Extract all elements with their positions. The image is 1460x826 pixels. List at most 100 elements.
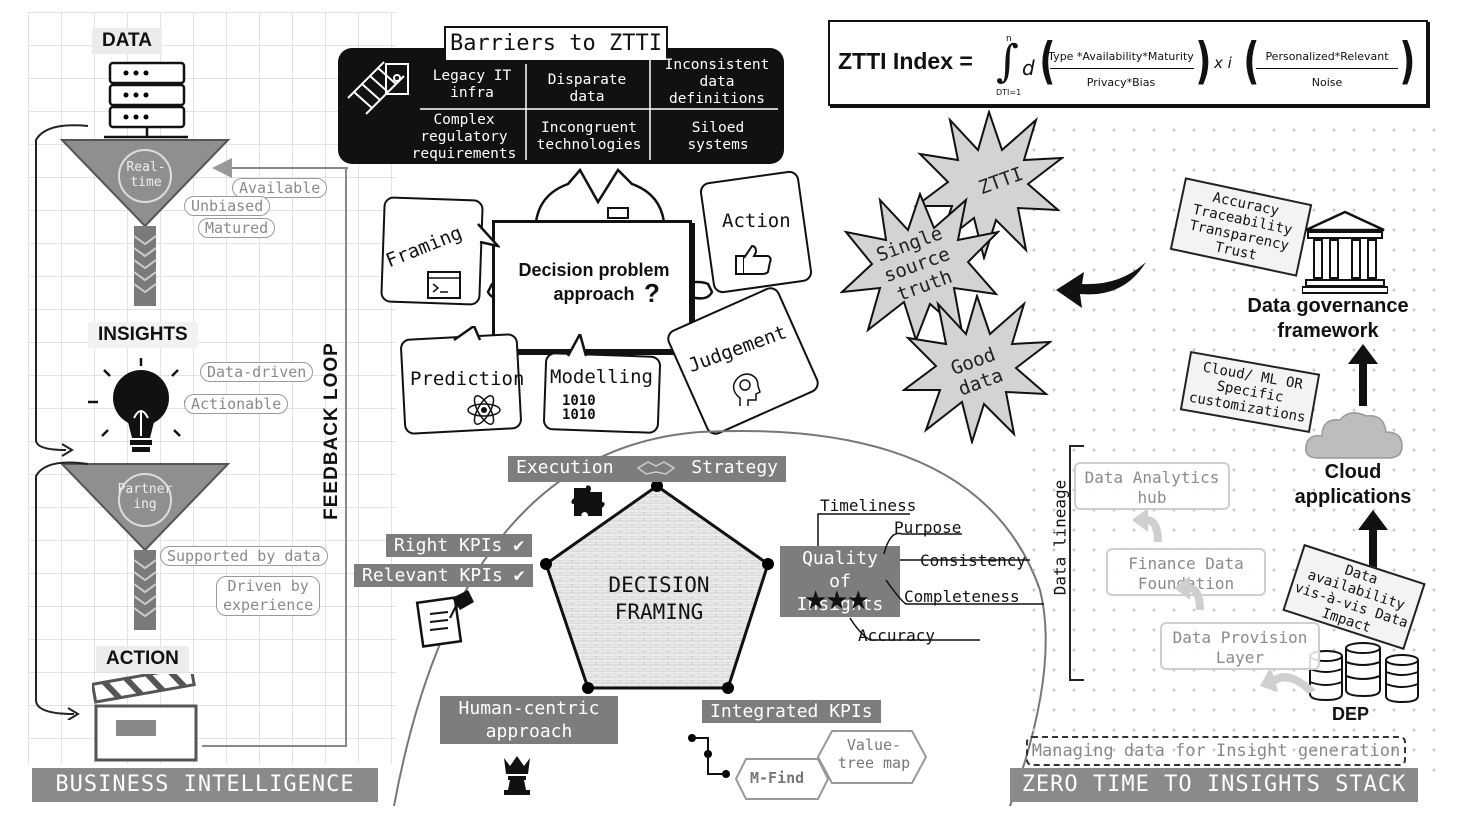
- ztti-stack-footer: ZERO TIME TO INSIGHTS STACK: [1010, 768, 1418, 802]
- paren-open-2: (: [1243, 32, 1260, 90]
- integral-sign: ∫: [996, 36, 1019, 87]
- feedback-loop-line: [202, 168, 347, 747]
- pill-available: Available: [232, 178, 328, 198]
- execution-strategy-box: Execution Strategy: [508, 456, 786, 482]
- right-kpis-label: Right KPIs: [394, 535, 503, 556]
- insights-label: INSIGHTS: [88, 322, 198, 348]
- bubble-framing-tail: [477, 223, 500, 248]
- feedback-arrow-top: [212, 158, 348, 178]
- relevant-kpis-label: Relevant KPIs: [362, 565, 503, 586]
- human-centric-box: Human-centric approach: [440, 696, 618, 744]
- strategy-label: Strategy: [691, 457, 778, 478]
- database-cylinders-icon: [1309, 642, 1419, 704]
- barrier-siloed: Siloed systems: [687, 120, 749, 153]
- server-icon: [104, 61, 188, 139]
- quality-purpose: Purpose: [894, 518, 962, 537]
- quality-consistency: Consistency: [920, 551, 1026, 570]
- denominator-2: Noise: [1311, 76, 1343, 89]
- quality-timeliness: Timeliness: [820, 496, 917, 515]
- barrier-incongruent: Incongruent technologies: [536, 120, 642, 153]
- integrated-kpis-box: Integrated KPIs: [702, 700, 881, 723]
- funnel2-center-text: Partner ing: [117, 482, 173, 512]
- loop-connector-left: [35, 124, 89, 720]
- government-building-icon: [1302, 210, 1388, 294]
- data-lineage-label: Data lineage: [1050, 479, 1070, 596]
- clapperboard-icon: [92, 674, 198, 762]
- paren-close-1: ): [1195, 32, 1212, 90]
- head-idea-icon: [732, 373, 761, 406]
- decision-question-mark: ?: [644, 278, 660, 308]
- numerator-1: Type *Availability*Maturity: [1048, 50, 1194, 63]
- bubble-modelling-tail: [566, 334, 588, 357]
- bubble-prediction-label: Prediction: [410, 368, 525, 390]
- execution-label: Execution: [516, 457, 614, 478]
- pill-matured: Matured: [198, 218, 276, 238]
- funnel-icon-bottom: [60, 463, 230, 630]
- funnel1-center-text: Real- time: [126, 160, 166, 190]
- handshake-icon: [636, 461, 676, 475]
- clipboard-pin-icon: [415, 590, 474, 648]
- lineage-arrows: [1132, 508, 1316, 694]
- up-arrow-governance: [1348, 344, 1378, 406]
- bubble-modelling-label: Modelling: [550, 366, 653, 388]
- network-node-icon: [688, 734, 730, 778]
- paren-open-1: (: [1039, 32, 1056, 90]
- barriers-title: Barriers to ZTTI: [444, 26, 668, 62]
- cloud-applications-label: Cloud applications: [1294, 461, 1412, 508]
- check-icon: ✔: [513, 535, 525, 556]
- data-label: DATA: [92, 28, 162, 54]
- barrier-complex-regulatory: Complex regulatory requirements: [411, 111, 517, 162]
- binary-icon: 1010 1010: [562, 393, 596, 423]
- feedback-loop-label: FEEDBACK LOOP: [321, 342, 342, 520]
- finance-data-foundation: Finance Data Foundation: [1106, 548, 1266, 596]
- quality-connectors: [817, 513, 1044, 641]
- differential-d: d: [1022, 56, 1035, 80]
- ladder-icon: [347, 61, 409, 115]
- three-stars-icon: ★★★: [804, 586, 870, 616]
- pill-unbiased: Unbiased: [184, 196, 271, 216]
- data-analytics-hub: Data Analytics hub: [1074, 462, 1230, 510]
- paren-close-2: ): [1399, 32, 1416, 90]
- funnel-icon-top: [60, 139, 230, 306]
- denominator-1: Privacy*Bias: [1086, 76, 1156, 89]
- lightbulb-icon: [88, 358, 194, 452]
- lineage-bracket: [1069, 445, 1084, 681]
- action-label: ACTION: [96, 646, 189, 672]
- pill-actionable: Actionable: [184, 394, 289, 414]
- integral-lower: DTI=1: [996, 88, 1022, 97]
- dep-label: DEP: [1332, 704, 1370, 724]
- atom-icon: [467, 395, 501, 425]
- ztti-index-label: ZTTI Index =: [838, 48, 973, 74]
- cloud-icon: [1305, 412, 1403, 459]
- barrier-inconsistent: Inconsistent data definitions: [664, 56, 770, 107]
- data-governance-title: Data governance framework: [1247, 295, 1409, 342]
- quality-completeness: Completeness: [904, 587, 1020, 606]
- left-grid-background: [28, 12, 396, 764]
- data-provision-layer: Data Provision Layer: [1160, 622, 1320, 670]
- thumbs-up-icon: [735, 244, 772, 275]
- puzzle-icon: [571, 485, 605, 516]
- quality-of-insights-box: Quality of Insights: [780, 546, 900, 617]
- value-tree-label: Value- tree map: [837, 736, 911, 772]
- starburst-good-data: [902, 294, 1052, 444]
- fraction-line-2: [1256, 68, 1398, 69]
- m-find-label: M-Find: [750, 769, 805, 787]
- right-kpis-box: Right KPIs ✔: [386, 534, 533, 557]
- quality-accuracy: Accuracy: [858, 626, 936, 645]
- barriers-panel: [338, 48, 784, 164]
- barriers-grid-lines: [420, 60, 778, 160]
- check-icon-2: ✔: [513, 565, 525, 586]
- decision-framing-label: DECISION FRAMING: [608, 573, 710, 624]
- pill-driven-by-experience: Driven by experience: [216, 576, 321, 616]
- ztti-formula-box: [828, 20, 1428, 106]
- managing-data-label: Managing data for Insight generation: [1026, 736, 1406, 766]
- bubble-action-label: Action: [722, 210, 791, 232]
- bubble-prediction-tail: [453, 326, 482, 342]
- decision-framing-pentagon: [540, 480, 774, 694]
- barrier-disparate-data: Disparate data: [547, 72, 627, 105]
- business-intelligence-footer: BUSINESS INTELLIGENCE: [32, 768, 378, 802]
- pill-data-driven: Data-driven: [200, 362, 314, 382]
- fraction-line-1: [1050, 68, 1194, 69]
- curved-arrow-icon: [1056, 262, 1146, 308]
- up-arrow-cloud: [1358, 510, 1388, 572]
